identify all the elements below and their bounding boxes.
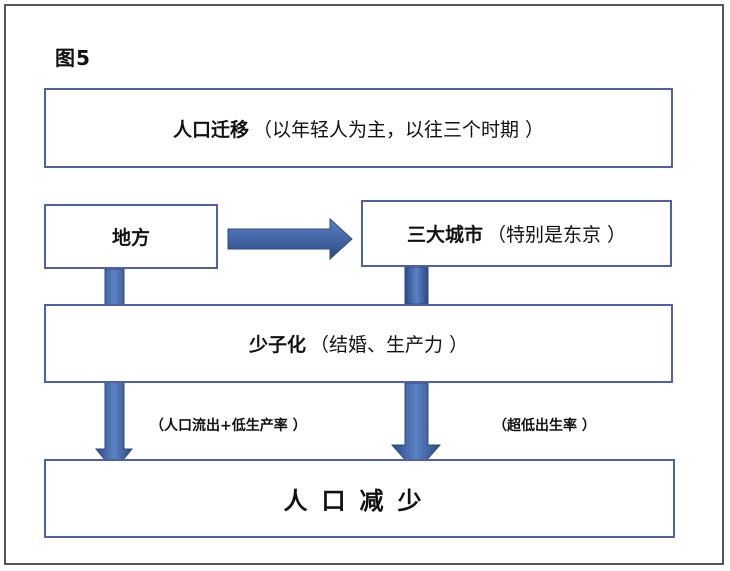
local-title: 地方 xyxy=(111,227,150,249)
box-population-decline: 人口减少 xyxy=(44,459,675,538)
decline-title: 人口减少 xyxy=(283,487,436,515)
migration-title: 人口迁移 xyxy=(172,118,249,141)
lowbirth-note: （结婚、生产力 ） xyxy=(309,334,469,356)
box-three-cities: 三大城市 （特别是东京 ） xyxy=(361,200,672,267)
migration-note: （以年轻人为主，以往三个时期 ） xyxy=(252,118,545,141)
arrow-cities-to-lowbirth xyxy=(404,266,429,305)
arrow-lowbirth-to-decline xyxy=(390,382,442,473)
cities-title: 三大城市 xyxy=(406,224,483,246)
cities-note: （特别是东京 ） xyxy=(486,224,627,246)
left-arrow-label: （人口流出+低生产率 ） xyxy=(150,418,307,434)
arrow-local-to-cities xyxy=(227,217,353,261)
box-local: 地方 xyxy=(44,204,218,269)
right-arrow-label: （超低出生率 ） xyxy=(493,418,596,434)
lowbirth-title: 少子化 xyxy=(248,334,306,356)
box-low-birthrate: 少子化 （结婚、生产力 ） xyxy=(44,304,673,383)
box-population-migration: 人口迁移 （以年轻人为主，以往三个时期 ） xyxy=(44,88,673,168)
figure-label: 图5 xyxy=(55,46,91,70)
